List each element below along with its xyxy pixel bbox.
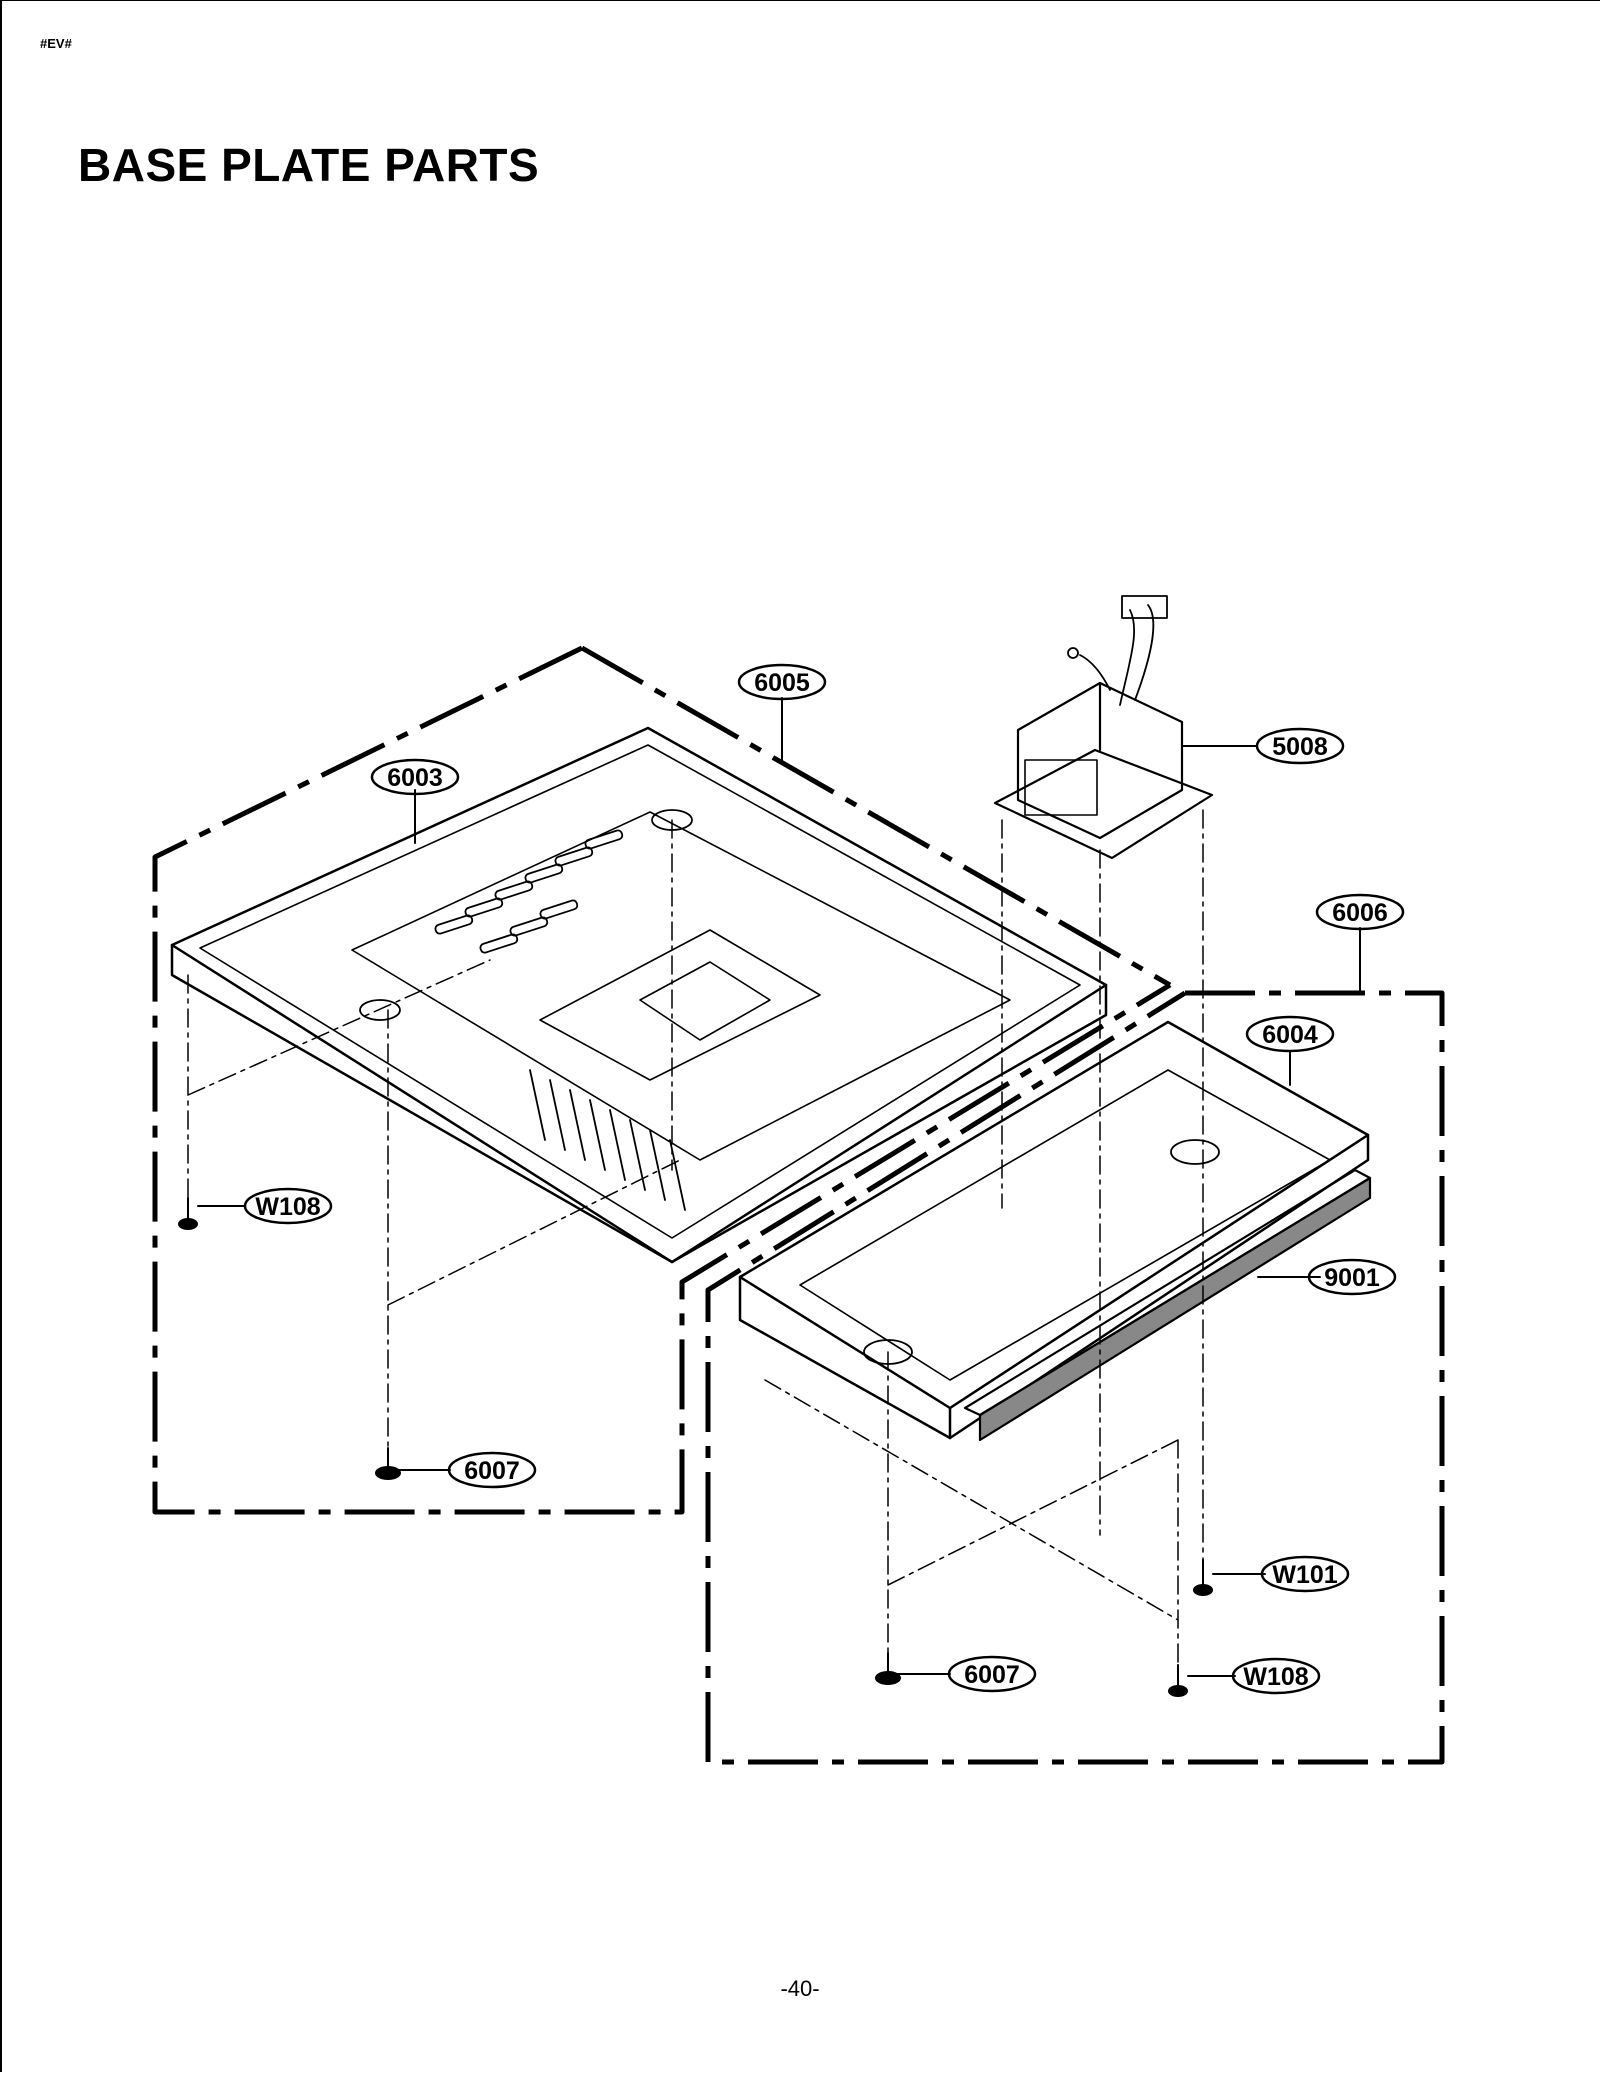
callout-oval-w108-left bbox=[243, 1187, 333, 1225]
callout-oval-w101 bbox=[1260, 1555, 1350, 1593]
assembly-boundary-right bbox=[705, 990, 1445, 1765]
leader-lines bbox=[197, 697, 1361, 1677]
screw-w101 bbox=[1193, 1559, 1213, 1596]
callout-w108-left: W108 bbox=[255, 1193, 320, 1221]
callout-6006: 6006 bbox=[1332, 899, 1388, 927]
callout-oval-6005 bbox=[737, 663, 827, 701]
callout-oval-6004 bbox=[1245, 1015, 1335, 1053]
callout-6004: 6004 bbox=[1262, 1021, 1318, 1049]
callout-w101: W101 bbox=[1272, 1561, 1337, 1589]
side-base-plate bbox=[738, 1020, 1370, 1440]
callout-6007-left: 6007 bbox=[464, 1457, 520, 1485]
callout-6005: 6005 bbox=[754, 669, 810, 697]
screw-w108-right bbox=[1168, 1664, 1188, 1697]
choke-gasket bbox=[963, 1168, 1372, 1442]
page-title: BASE PLATE PARTS bbox=[78, 139, 540, 191]
assembly-boundary-left-top bbox=[580, 645, 1172, 988]
base-plate bbox=[170, 726, 1108, 1264]
callout-oval-w108-right bbox=[1231, 1657, 1321, 1695]
callout-oval-6007-left bbox=[447, 1451, 537, 1489]
base-plate-side-louvers bbox=[529, 1069, 686, 1211]
assembly-guide-lines bbox=[187, 809, 1204, 1666]
callout-oval-5008 bbox=[1255, 727, 1345, 765]
callout-6003: 6003 bbox=[387, 764, 443, 792]
page-number: -40- bbox=[780, 1976, 820, 2001]
callout-w108-right: W108 bbox=[1243, 1663, 1308, 1691]
document-code: #EV# bbox=[40, 36, 72, 51]
callout-6007-right: 6007 bbox=[964, 1661, 1020, 1689]
callout-oval-6006 bbox=[1315, 893, 1405, 931]
base-plate-vent-slots bbox=[434, 829, 624, 954]
callout-5008: 5008 bbox=[1272, 733, 1328, 761]
callout-9001: 9001 bbox=[1324, 1264, 1380, 1292]
callout-oval-9001 bbox=[1307, 1258, 1397, 1296]
callout-oval-6003 bbox=[370, 758, 460, 796]
high-voltage-transformer bbox=[993, 595, 1214, 860]
assembly-boundary-left bbox=[152, 645, 1172, 1515]
screw-w108-left bbox=[178, 1197, 198, 1230]
foot-6007-left bbox=[375, 1447, 401, 1480]
foot-6007-right bbox=[875, 1652, 901, 1685]
callout-oval-6007-right bbox=[947, 1655, 1037, 1693]
